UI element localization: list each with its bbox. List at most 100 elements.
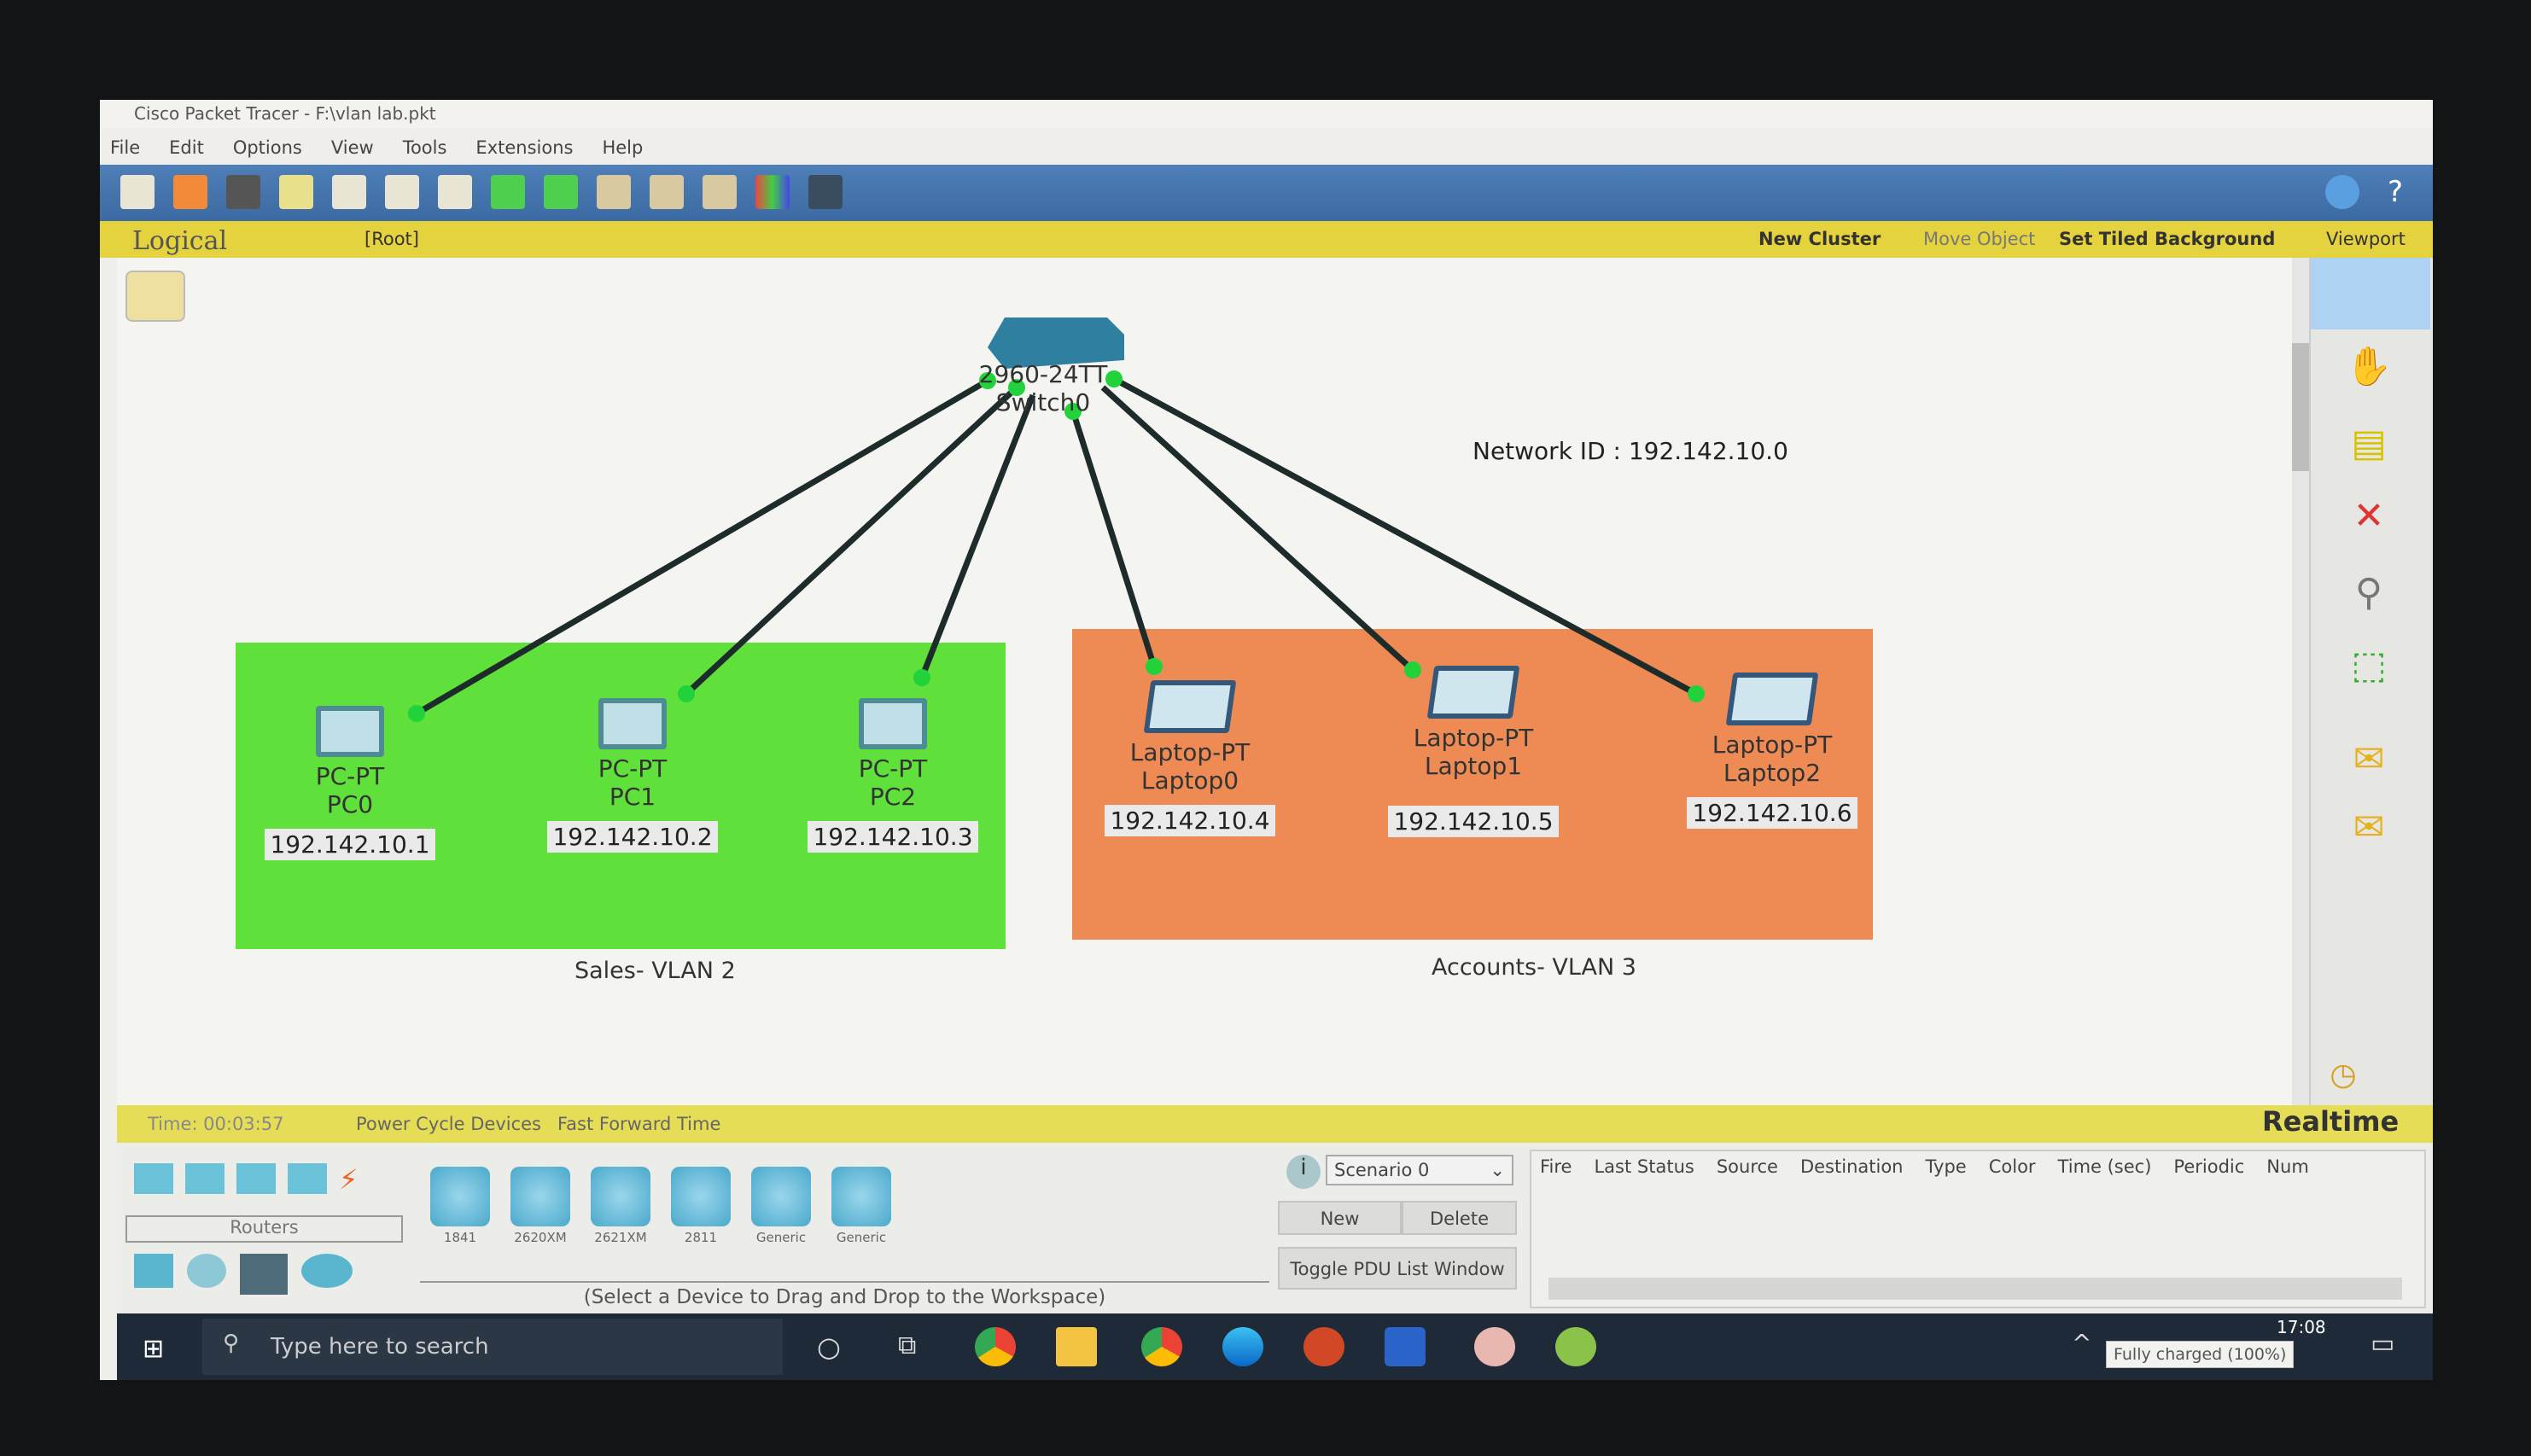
scenario-select[interactable]: Scenario 0⌄ (1326, 1155, 1513, 1185)
link-light (1688, 685, 1705, 702)
logical-bar: Logical [Root] New Cluster Move Object S… (100, 221, 2433, 258)
info-icon[interactable] (2325, 175, 2359, 209)
menu-help[interactable]: Help (602, 137, 644, 158)
new-cluster-button[interactable]: New Cluster (1758, 229, 1881, 249)
realtime-mode-tab[interactable]: Realtime (2262, 1105, 2400, 1138)
snip-sketch-icon[interactable] (1474, 1327, 1515, 1366)
custom-devices-icon[interactable] (240, 1254, 288, 1295)
router-2621xm[interactable]: 2621XM (582, 1167, 659, 1245)
windows-start-icon[interactable]: ⊞ (143, 1334, 165, 1364)
switch-icon[interactable] (988, 317, 1124, 369)
delete-icon[interactable]: ✕ (2353, 494, 2385, 538)
add-complex-pdu-icon[interactable]: ✉ (2353, 806, 2385, 849)
routers-category-icon[interactable] (134, 1163, 173, 1194)
file-explorer-icon[interactable] (1056, 1327, 1097, 1366)
device-ip: 192.142.10.5 (1388, 806, 1559, 837)
connections-category-icon[interactable]: ⚡ (339, 1163, 359, 1196)
router-model-label: 2620XM (514, 1230, 567, 1245)
root-path[interactable]: [Root] (364, 229, 419, 249)
menu-options[interactable]: Options (232, 137, 302, 158)
hand-icon[interactable]: ✋ (2345, 345, 2393, 388)
menu-tools[interactable]: Tools (402, 137, 447, 158)
packet-tracer-icon[interactable] (1555, 1327, 1596, 1366)
router-2811[interactable]: 2811 (662, 1167, 739, 1245)
select-icon[interactable] (2311, 258, 2430, 329)
cortana-icon[interactable]: ○ (817, 1331, 841, 1363)
col-last-status: Last Status (1594, 1156, 1694, 1177)
word-icon[interactable] (1385, 1327, 1426, 1366)
edge-icon[interactable] (1222, 1327, 1263, 1366)
resize-shape-icon[interactable]: ⬚ (2351, 644, 2387, 687)
router-1841[interactable]: 1841 (422, 1167, 499, 1245)
navigation-icon[interactable] (125, 271, 185, 322)
zoom-reset-icon[interactable] (650, 175, 684, 209)
open-icon[interactable] (173, 175, 207, 209)
paste-icon[interactable] (438, 175, 472, 209)
packet-tracer-window: Cisco Packet Tracer - F:\vlan lab.pkt Fi… (100, 100, 2433, 1380)
link-light (1404, 661, 1421, 678)
taskbar-search[interactable]: ⚲Type here to search (202, 1319, 783, 1375)
multiuser-icon[interactable] (301, 1254, 353, 1288)
delete-scenario-button[interactable]: Delete (1402, 1201, 1517, 1235)
palette-icon[interactable] (755, 175, 790, 209)
chrome-profile-icon[interactable] (1141, 1327, 1182, 1366)
print-icon[interactable] (279, 175, 313, 209)
menu-file[interactable]: File (110, 137, 141, 158)
copy-icon[interactable] (385, 175, 419, 209)
inspect-icon[interactable]: ⚲ (2354, 571, 2383, 614)
task-view-icon[interactable]: ⧉ (898, 1331, 917, 1360)
link-laptop0 (1070, 410, 1158, 668)
redo-icon[interactable] (544, 175, 578, 209)
fast-forward-time-button[interactable]: Fast Forward Time (557, 1114, 721, 1134)
menu-view[interactable]: View (330, 137, 374, 158)
info-icon[interactable]: i (1286, 1155, 1321, 1189)
help-icon[interactable]: ? (2387, 175, 2404, 209)
hubs-category-icon[interactable] (236, 1163, 276, 1194)
wan-emulation-icon[interactable] (187, 1254, 226, 1288)
power-cycle-devices-button[interactable]: Power Cycle Devices (356, 1114, 541, 1134)
logical-workspace[interactable]: 2960-24TT Switch0 Network ID : 192.142.1… (117, 258, 2309, 1179)
show-hidden-icons[interactable]: ^ (2072, 1329, 2092, 1357)
menu-extensions[interactable]: Extensions (475, 137, 574, 158)
add-simple-pdu-icon[interactable]: ✉ (2353, 737, 2385, 781)
vertical-scrollbar[interactable] (2292, 258, 2309, 1161)
switch-name: Switch0 (995, 388, 1091, 416)
router-generic[interactable]: Generic (823, 1167, 900, 1245)
switch0[interactable]: 2960-24TT Switch0 (941, 360, 1146, 416)
menu-edit[interactable]: Edit (169, 137, 204, 158)
realtime-clock-icon[interactable]: ◷ (2330, 1057, 2357, 1092)
pdu-horizontal-scrollbar[interactable] (1548, 1278, 2402, 1300)
title-bar: Cisco Packet Tracer - F:\vlan lab.pkt (100, 100, 2433, 129)
undo-icon[interactable] (491, 175, 525, 209)
end-devices-icon[interactable] (134, 1254, 173, 1288)
router-2620xm[interactable]: 2620XM (502, 1167, 579, 1245)
chrome-icon[interactable] (975, 1327, 1016, 1366)
zoom-out-icon[interactable] (703, 175, 737, 209)
note-icon[interactable]: ▤ (2351, 422, 2387, 465)
clock-time[interactable]: 17:08 (2277, 1317, 2326, 1337)
set-tiled-background-button[interactable]: Set Tiled Background (2059, 229, 2276, 249)
toggle-pdu-list-button[interactable]: Toggle PDU List Window (1278, 1247, 1517, 1290)
zoom-in-icon[interactable] (597, 175, 631, 209)
new-scenario-button[interactable]: New (1278, 1201, 1402, 1235)
logical-tab[interactable]: Logical (132, 226, 228, 256)
save-icon[interactable] (226, 175, 260, 209)
viewport-button[interactable]: Viewport (2326, 229, 2406, 249)
router-generic[interactable]: Generic (743, 1167, 819, 1245)
notifications-icon[interactable]: ▭ (2371, 1329, 2395, 1359)
custom-device-icon[interactable] (808, 175, 843, 209)
switches-category-icon[interactable] (185, 1163, 225, 1194)
col-fire: Fire (1540, 1156, 1572, 1177)
powerpoint-icon[interactable] (1303, 1327, 1344, 1366)
move-object-button[interactable]: Move Object (1923, 229, 2036, 249)
activity-wizard-icon[interactable] (332, 175, 366, 209)
device-name: Laptop1 (1424, 752, 1523, 780)
wireless-category-icon[interactable] (288, 1163, 327, 1194)
new-icon[interactable] (120, 175, 155, 209)
